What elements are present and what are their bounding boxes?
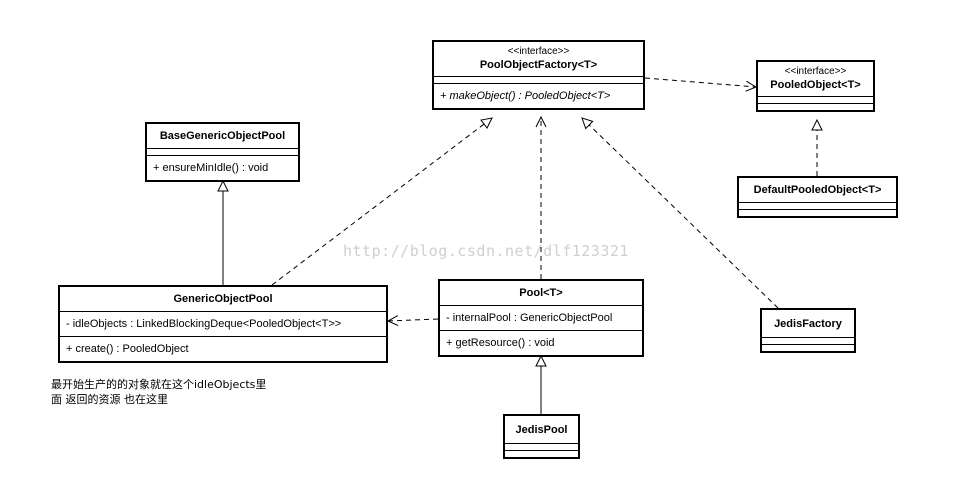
methods-compartment xyxy=(505,451,578,457)
class-name: DefaultPooledObject<T> xyxy=(753,184,882,196)
methods-compartment xyxy=(762,345,854,351)
class-default-pooled-object: DefaultPooledObject<T> xyxy=(737,176,898,218)
dependency-factory-to-pooledobject xyxy=(644,77,756,87)
method-ensure-min-idle: + ensureMinIdle() : void xyxy=(153,162,269,174)
class-name: PoolObjectFactory<T> xyxy=(479,59,598,71)
note-line-1: 最开始生产的的对象就在这个idleObjects里 xyxy=(51,378,267,391)
attribute-internal-pool: - internalPool : GenericObjectPool xyxy=(440,306,642,331)
class-pool: Pool<T> - internalPool : GenericObjectPo… xyxy=(438,279,644,357)
annotation-note: 最开始生产的的对象就在这个idleObjects里 面 返回的资源 也在这里 xyxy=(51,377,266,407)
realization-genericpool-to-factory xyxy=(271,118,492,286)
class-generic-object-pool: GenericObjectPool - idleObjects : Linked… xyxy=(58,285,388,363)
class-pooled-object: <<interface>> PooledObject<T> xyxy=(756,60,875,112)
dependency-pool-to-genericpool xyxy=(388,319,439,321)
method-make-object: + makeObject() : PooledObject<T> xyxy=(440,90,611,102)
class-header: DefaultPooledObject<T> xyxy=(739,178,896,203)
attributes-compartment xyxy=(762,338,854,345)
attributes-compartment xyxy=(434,77,643,84)
class-pool-object-factory: <<interface>> PoolObjectFactory<T> + mak… xyxy=(432,40,645,110)
watermark: http://blog.csdn.net/dlf123321 xyxy=(343,242,629,260)
class-base-generic-object-pool: BaseGenericObjectPool + ensureMinIdle() … xyxy=(145,122,300,182)
class-header: JedisPool xyxy=(505,416,578,444)
stereotype-label: <<interface>> xyxy=(784,66,847,77)
class-header: <<interface>> PooledObject<T> xyxy=(758,62,873,97)
class-header: Pool<T> xyxy=(440,281,642,306)
class-header: <<interface>> PoolObjectFactory<T> xyxy=(434,42,643,77)
note-line-2: 面 返回的资源 也在这里 xyxy=(51,393,168,406)
realization-jedisfactory-to-factory xyxy=(582,118,779,309)
class-header: JedisFactory xyxy=(762,310,854,338)
method-get-resource: + getResource() : void xyxy=(446,337,555,349)
methods-compartment xyxy=(739,210,896,216)
class-header: BaseGenericObjectPool xyxy=(147,124,298,149)
class-name: JedisFactory xyxy=(774,318,842,330)
class-name: JedisPool xyxy=(515,424,568,436)
stereotype-label: <<interface>> xyxy=(507,46,570,57)
class-name: PooledObject<T> xyxy=(770,79,861,91)
class-name: BaseGenericObjectPool xyxy=(159,130,286,142)
class-name: Pool<T> xyxy=(519,287,563,299)
method-create: + create() : PooledObject xyxy=(66,343,189,355)
class-name: GenericObjectPool xyxy=(173,293,273,305)
class-jedis-factory: JedisFactory xyxy=(760,308,856,353)
attribute-idle-objects: - idleObjects : LinkedBlockingDeque<Pool… xyxy=(60,312,386,337)
class-header: GenericObjectPool xyxy=(60,287,386,312)
attributes-compartment xyxy=(739,203,896,210)
class-jedis-pool: JedisPool xyxy=(503,414,580,459)
methods-compartment xyxy=(758,104,873,110)
attributes-compartment xyxy=(758,97,873,104)
attributes-compartment xyxy=(505,444,578,451)
attributes-compartment xyxy=(147,149,298,156)
